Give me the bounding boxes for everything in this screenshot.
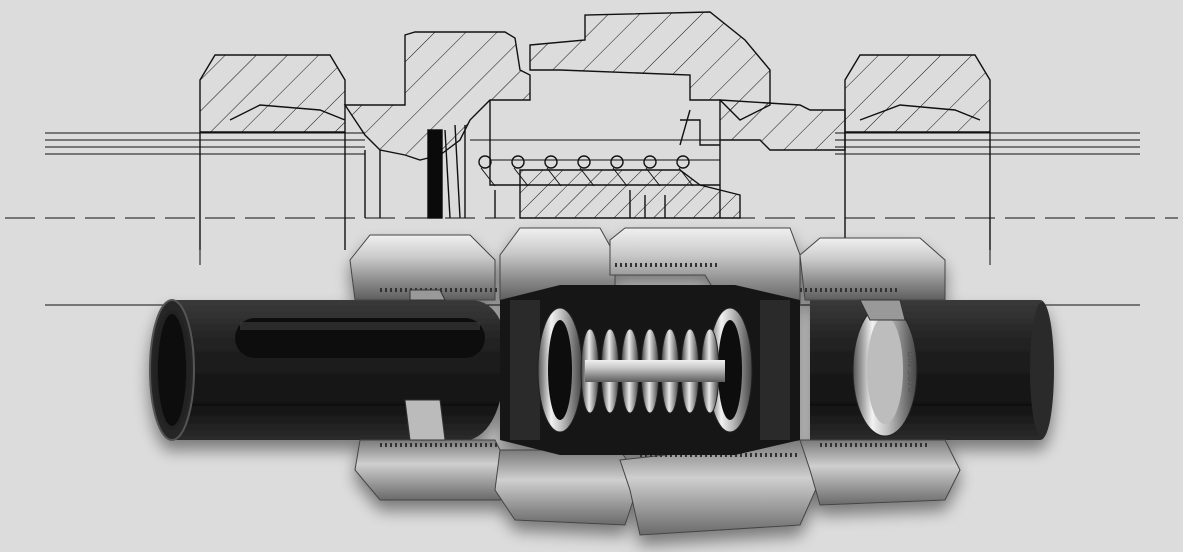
seal-gasket xyxy=(427,129,443,219)
drawing-spring-wire xyxy=(480,167,496,187)
right-body-outline xyxy=(719,99,846,151)
drawing-spring-coil xyxy=(643,155,657,169)
drawing-spring xyxy=(478,155,694,187)
left-body-outline xyxy=(343,31,531,161)
drawing-spring-coil xyxy=(478,155,492,169)
drawing-spring-wire xyxy=(546,167,562,187)
bottom-hex-nuts xyxy=(354,439,961,536)
left-hose xyxy=(149,299,505,441)
fitting-engraving: DIN 3870 xyxy=(905,351,915,393)
drawing-spring-coil xyxy=(610,155,624,169)
left-nut-outline xyxy=(199,54,346,133)
drawing-spring-wire xyxy=(579,167,595,187)
drawing-spring-wire xyxy=(678,167,694,187)
technical-drawing xyxy=(5,11,1178,306)
drawing-spring-coil xyxy=(544,155,558,169)
seal-rings: DIN 3870 xyxy=(537,303,918,437)
insert-blocks xyxy=(404,289,906,441)
cutaway-photo: DIN 3870 xyxy=(149,227,1054,536)
drawing-spring-wire xyxy=(645,167,661,187)
right-hose xyxy=(810,300,1054,440)
right-nut-outline xyxy=(844,54,991,133)
drawing-spring-coil xyxy=(577,155,591,169)
drawing-spring-coil xyxy=(511,155,525,169)
top-hex-nuts xyxy=(349,227,946,306)
drawing-spring-wire xyxy=(513,167,529,187)
drawing-spring-coil xyxy=(676,155,690,169)
drawing-spring-wire xyxy=(612,167,628,187)
valve-stem xyxy=(585,360,725,382)
